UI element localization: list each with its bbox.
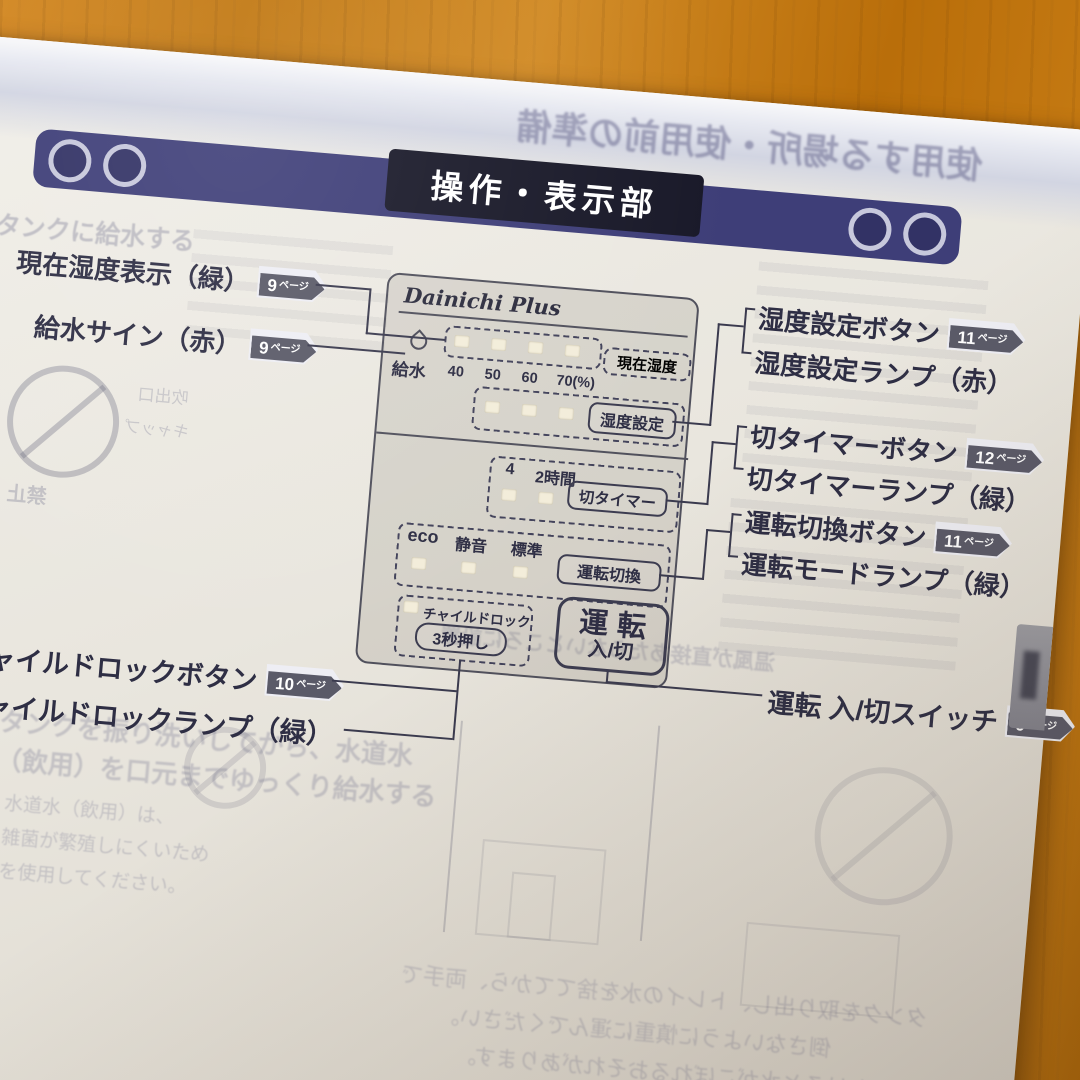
lamp-indicator xyxy=(500,488,517,502)
section-title-text: 操作・表示部 xyxy=(428,167,660,224)
brand-logo: Dainichi Plus xyxy=(403,282,562,321)
humidity-scale-60: 60 xyxy=(520,369,539,387)
lamp-indicator xyxy=(453,334,470,349)
lamp-indicator xyxy=(537,491,554,505)
header-rings-left xyxy=(46,137,148,189)
manual-page: 使用する場所・使用前の準備 タンクに給水する 禁止 吹出口 キャップ 温風が直接… xyxy=(0,30,1080,1080)
lamp-indicator xyxy=(564,344,581,358)
callout-line xyxy=(706,528,731,534)
lamp-indicator xyxy=(484,400,501,414)
ghost-illustration xyxy=(739,921,901,1019)
ghost-illustration xyxy=(506,871,557,942)
header-rings-right xyxy=(846,205,949,257)
lamp-indicator xyxy=(527,341,544,355)
callout-line xyxy=(733,467,744,470)
current-humidity-label-box: 現在湿度 xyxy=(602,346,693,383)
callout-line xyxy=(331,679,457,693)
power-button: 運転 入/切 xyxy=(552,595,671,677)
lamp-indicator xyxy=(460,561,477,575)
callout-line xyxy=(706,441,714,506)
lamp-indicator xyxy=(410,556,427,571)
humidity-scale-50: 50 xyxy=(483,366,502,384)
mode-quiet-label: 静音 xyxy=(454,536,488,557)
ghost-prohibit-label: 禁止 xyxy=(5,483,48,509)
callout-line xyxy=(717,323,744,328)
ring-icon xyxy=(101,141,148,189)
ghost-table-line xyxy=(442,720,463,933)
lamp-indicator xyxy=(521,403,538,418)
water-supply-label: 給水 xyxy=(390,359,427,382)
callout-line xyxy=(711,441,736,446)
ghost-outlet-label: 吹出口 xyxy=(136,384,190,409)
control-panel-diagram: Dainichi Plus 給水 40 50 60 70(%) 現在湿度 湿度設… xyxy=(354,271,700,690)
lamp-indicator xyxy=(512,565,529,579)
timer-4-label: 4 xyxy=(504,460,516,479)
ring-icon xyxy=(46,137,94,184)
ghost-cap-label: キャップ xyxy=(124,418,190,442)
lamp-indicator xyxy=(490,337,507,352)
ring-icon xyxy=(901,210,949,257)
callout-line xyxy=(605,680,763,697)
callout-line xyxy=(709,323,720,427)
mode-standard-label: 標準 xyxy=(510,541,544,562)
lamp-indicator xyxy=(403,600,419,614)
power-button-bottom: 入/切 xyxy=(586,637,635,664)
callout-label: 運転 入/切スイッチ xyxy=(766,687,1000,738)
callout-line xyxy=(741,307,748,354)
callout-line xyxy=(701,528,709,580)
ghost-table-line xyxy=(639,725,661,941)
mode-eco-label: eco xyxy=(406,524,440,548)
humidity-scale-40: 40 xyxy=(447,363,465,381)
callout-line xyxy=(733,425,740,470)
callout-line xyxy=(741,351,752,355)
water-drop-icon xyxy=(406,329,431,354)
ghost-prohibition-circle xyxy=(809,761,959,911)
lamp-indicator xyxy=(558,406,575,421)
current-humidity-label: 現在湿度 xyxy=(616,354,678,377)
ghost-prohibition-circle xyxy=(2,361,124,483)
humidity-scale-70: 70(%) xyxy=(555,372,596,392)
ring-icon xyxy=(846,205,894,253)
